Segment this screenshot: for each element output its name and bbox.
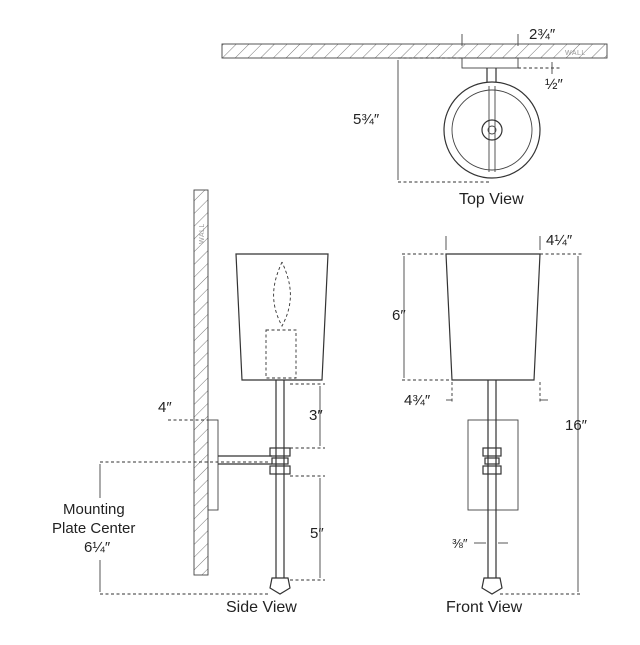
front-finial: [481, 577, 503, 595]
top-view: WALL 2¾″ ½″ 5¾″ Top View: [221, 26, 608, 208]
side-backplate: [207, 419, 219, 511]
front-shade: [445, 253, 541, 381]
top-wall-hatch: [221, 43, 608, 59]
side-shade: [235, 253, 329, 381]
side-wall-hatch: [193, 189, 209, 576]
mounting-label-1: Mounting: [63, 501, 125, 518]
front-knuckle-bottom: [482, 465, 502, 475]
side-knuckle-mid: [271, 457, 289, 465]
front-shade-bottom-label: 4¾″: [404, 392, 431, 409]
side-knuckle-top: [269, 447, 291, 457]
top-backplate-depth-label: 2¾″: [529, 26, 556, 43]
side-lower-rod-label: 5″: [310, 525, 324, 542]
side-bulb: [273, 261, 291, 327]
mounting-label-2: Plate Center: [52, 520, 135, 537]
top-backplate: [461, 57, 519, 69]
front-backplate: [467, 419, 519, 511]
top-shade-inner: [451, 89, 533, 171]
front-shade-height-label: 6″: [392, 307, 406, 324]
mounting-value-label: 6¼″: [84, 539, 111, 556]
top-socket-center: [487, 125, 497, 135]
top-offset-label: ½″: [545, 76, 564, 93]
top-view-label: Top View: [459, 191, 524, 208]
side-upper-rod-label: 3″: [309, 407, 323, 424]
front-view: 4¼″ 6″ 4¾″ 16″ ⅜″ Front View: [392, 232, 588, 616]
front-knuckle-mid: [484, 457, 500, 465]
side-wall-tag: WALL: [199, 223, 206, 244]
side-knuckle-bottom: [269, 465, 291, 475]
front-view-label: Front View: [446, 599, 523, 616]
front-shade-top-label: 4¼″: [546, 232, 573, 249]
front-rod-diameter-label: ⅜″: [452, 536, 468, 551]
top-shade-outer: [443, 81, 541, 179]
side-finial: [269, 577, 291, 595]
side-view: WALL 4″ 3″ 5″ Mount: [52, 189, 329, 616]
side-candle: [265, 329, 297, 379]
front-knuckle-top: [482, 447, 502, 457]
front-overall-height-label: 16″: [565, 417, 588, 434]
side-arm-height-label: 4″: [158, 399, 172, 416]
top-wall-tag: WALL: [565, 50, 586, 57]
side-view-label: Side View: [226, 599, 297, 616]
top-extension-label: 5¾″: [353, 111, 380, 128]
top-socket: [481, 119, 503, 141]
